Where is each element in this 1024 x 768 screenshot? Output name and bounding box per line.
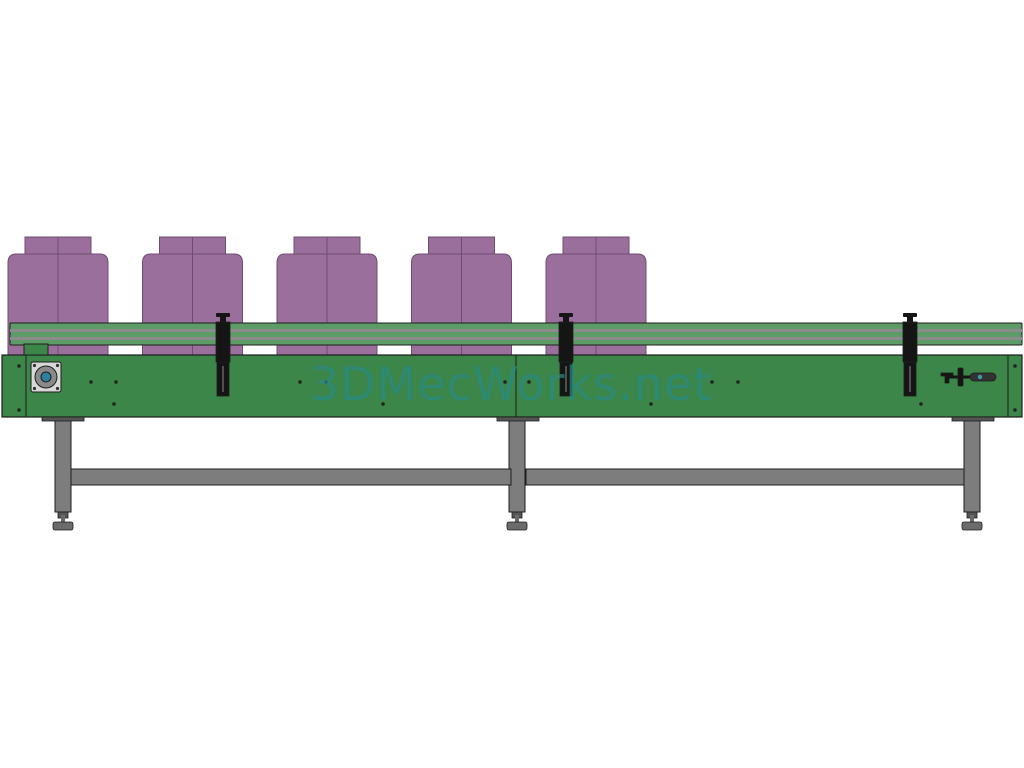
guide-rail-stripe-top bbox=[10, 329, 1022, 332]
tensioner-knob-stem bbox=[957, 367, 964, 387]
leg-screw bbox=[61, 515, 65, 523]
tensioner-grip bbox=[969, 372, 997, 382]
frame-bolt bbox=[1013, 364, 1017, 368]
leg-foot bbox=[52, 521, 74, 531]
tensioner-clamp-top bbox=[940, 372, 954, 377]
guide-bracket-group bbox=[215, 313, 918, 397]
mount-pad-right bbox=[951, 416, 995, 422]
frame-bolt bbox=[1013, 408, 1017, 412]
motor-shaft bbox=[40, 371, 52, 383]
frame-bolt bbox=[649, 402, 653, 406]
guide-bracket-knob bbox=[216, 313, 230, 317]
crossbar bbox=[70, 468, 965, 486]
guide-rail-body bbox=[9, 322, 1023, 346]
frame-bolt bbox=[114, 380, 118, 384]
motor-screw bbox=[55, 386, 60, 391]
leg-post bbox=[508, 419, 526, 513]
frame-bolt bbox=[527, 380, 531, 384]
frame-bolt bbox=[89, 380, 93, 384]
guide-bracket-knob bbox=[559, 313, 573, 317]
frame-bolt bbox=[324, 380, 328, 384]
guide-bracket-knob-stem bbox=[220, 315, 226, 323]
crossbar-right bbox=[525, 468, 965, 486]
guide-bracket-knob bbox=[903, 313, 917, 317]
motor-screw bbox=[55, 363, 60, 368]
guide-bracket-knob-stem bbox=[907, 315, 913, 323]
leg-screw bbox=[970, 515, 974, 523]
guide-bracket-upper bbox=[558, 321, 574, 363]
frame-bolt bbox=[17, 364, 21, 368]
leg bbox=[52, 419, 74, 531]
frame-bolt bbox=[710, 380, 714, 384]
frame-bolt bbox=[17, 408, 21, 412]
leg-screw bbox=[515, 515, 519, 523]
watermark-text: 3DMecWorks.net bbox=[310, 357, 713, 411]
guide-bracket-knob-stem bbox=[563, 315, 569, 323]
tensioner-grip-accent bbox=[977, 374, 983, 380]
frame-bolt bbox=[112, 402, 116, 406]
motor-screw bbox=[32, 363, 37, 368]
frame-bolt bbox=[736, 380, 740, 384]
frame-top-tab bbox=[23, 343, 49, 356]
guide-bracket bbox=[215, 313, 231, 397]
guide-bracket-upper bbox=[215, 321, 231, 363]
guide-rail-stripe-bottom bbox=[10, 337, 1022, 340]
leg-foot bbox=[506, 521, 528, 531]
leg-post bbox=[54, 419, 72, 513]
frame-bolt-group bbox=[17, 364, 1017, 412]
tensioner-handle bbox=[940, 367, 997, 387]
motor-screw bbox=[32, 386, 37, 391]
frame-bolt bbox=[919, 402, 923, 406]
conveyor-frame bbox=[1, 343, 1023, 422]
frame-bolt bbox=[298, 380, 302, 384]
drive-motor bbox=[30, 361, 62, 393]
mount-pad-left bbox=[41, 416, 85, 422]
crossbar-left bbox=[70, 468, 512, 486]
leg-post bbox=[963, 419, 981, 513]
frame-body bbox=[1, 354, 1023, 418]
leg bbox=[961, 419, 983, 531]
guide-bracket bbox=[902, 313, 918, 397]
mount-pad-middle bbox=[496, 416, 540, 422]
frame-bolt bbox=[503, 380, 507, 384]
frame-bolt bbox=[381, 402, 385, 406]
guide-bracket bbox=[558, 313, 574, 397]
guide-rail bbox=[9, 322, 1023, 346]
guide-bracket-upper bbox=[902, 321, 918, 363]
leg-foot bbox=[961, 521, 983, 531]
